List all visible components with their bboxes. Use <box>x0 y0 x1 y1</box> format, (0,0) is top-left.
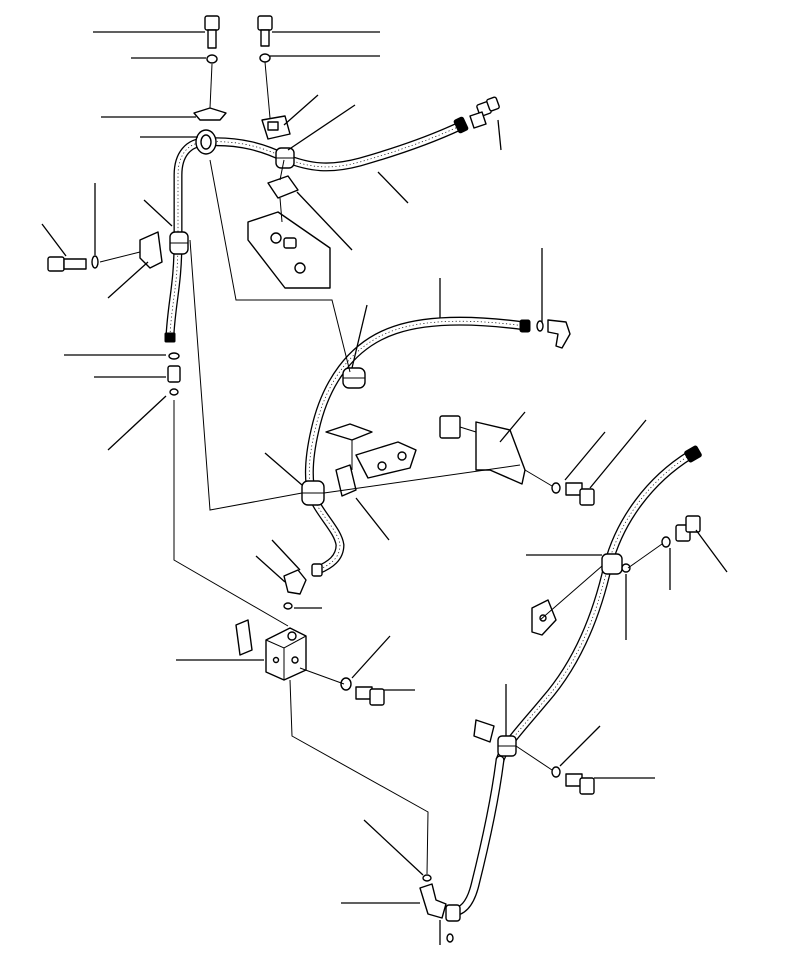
hose-right-long <box>495 445 702 765</box>
bracket-right <box>439 415 526 485</box>
elbow-fitting-mid <box>283 563 323 610</box>
bracket-small-left <box>261 115 291 140</box>
clamp-top-mid <box>275 147 295 169</box>
nipple-right-top <box>473 719 495 743</box>
bolt-top-right <box>257 15 273 63</box>
assembly-lines <box>99 61 663 875</box>
clamp-top-left <box>193 107 227 155</box>
clamp-middle-lower <box>301 480 325 506</box>
bracket-plate-middle <box>325 423 417 497</box>
hose-upper-right <box>201 116 469 172</box>
clamp-right <box>601 553 631 575</box>
bolt-top-left <box>204 15 220 64</box>
valve-block <box>235 619 307 681</box>
bolt-right-mid <box>661 515 701 548</box>
hose-lower-center <box>307 490 345 575</box>
elbow-fitting-lower <box>419 874 454 943</box>
bracket-plate-upper <box>247 175 331 289</box>
elbow-fitting-right <box>536 319 571 349</box>
bolt-right-lower <box>551 766 595 795</box>
hose-middle <box>304 316 531 500</box>
bolt-valve <box>340 677 385 706</box>
clamp-middle-upper <box>342 367 366 389</box>
leader-lines <box>41 31 728 945</box>
bolt-left <box>47 231 163 272</box>
connector-top-right <box>469 96 500 129</box>
bracket-small-right <box>531 599 557 636</box>
clamp-right-lower <box>497 735 517 757</box>
pipe-right-lower <box>445 755 505 922</box>
fitting-left <box>167 352 181 396</box>
clamp-left-mid <box>169 231 189 255</box>
bolt-right-upper <box>551 482 595 506</box>
